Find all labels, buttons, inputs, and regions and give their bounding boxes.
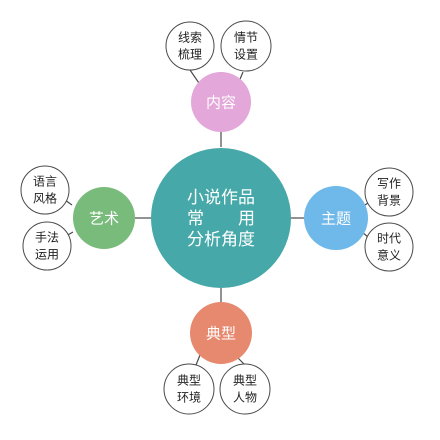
leaf-node-typical-1[interactable]: 典型 环境	[163, 363, 215, 415]
leaf-circle	[219, 363, 271, 415]
branch-circle-theme	[304, 186, 368, 250]
center-node[interactable]: 小说作品 常 用 分析角度	[151, 148, 291, 288]
branch-label-content: 内容	[206, 94, 236, 112]
leaf-node-art-1[interactable]: 语言 风格	[20, 165, 70, 215]
leaf-label-line-1: 语言	[33, 175, 57, 189]
branch-node-typical[interactable]: 典型	[190, 302, 252, 364]
leaf-node-content-1[interactable]: 线索 梳理	[165, 21, 215, 71]
leaf-label-line-1: 线索	[178, 31, 202, 45]
branch-label-art: 艺术	[89, 210, 119, 228]
center-label-line-3: 分析角度	[187, 230, 255, 250]
branch-circle-art	[73, 187, 135, 249]
branch-label-theme: 主题	[321, 210, 351, 228]
leaf-circle	[220, 20, 272, 72]
leaf-circle	[165, 21, 215, 71]
center-circle	[151, 148, 291, 288]
connector-typical-leaf-1	[195, 354, 201, 366]
center-label-line-2: 常 用	[187, 209, 255, 229]
leaf-label-line-2: 意义	[377, 248, 401, 263]
branch-node-content[interactable]: 内容	[191, 72, 251, 132]
leaf-node-theme-1[interactable]: 写作 背景	[364, 167, 414, 217]
leaf-node-theme-2[interactable]: 时代 意义	[364, 222, 414, 272]
branch-label-typical: 典型	[206, 325, 236, 343]
center-label-line-1: 小说作品	[187, 188, 255, 208]
leaf-label-line-2: 人物	[233, 391, 257, 405]
leaf-label-line-2: 背景	[377, 194, 401, 208]
leaf-label-line-1: 典型	[233, 374, 257, 388]
leaf-label-line-2: 风格	[33, 191, 57, 206]
branch-node-theme[interactable]: 主题	[304, 186, 368, 250]
leaf-label-line-2: 环境	[177, 390, 201, 405]
leaf-circle	[163, 363, 215, 415]
branch-circle-content	[191, 72, 251, 132]
leaf-node-art-2[interactable]: 手法 运用	[22, 221, 72, 271]
leaf-circle	[364, 167, 414, 217]
branch-circle-typical	[190, 302, 252, 364]
leaf-circle	[22, 221, 72, 271]
leaf-label-line-2: 运用	[35, 248, 59, 262]
leaf-node-content-2[interactable]: 情节 设置	[220, 20, 272, 72]
leaf-label-line-1: 典型	[177, 374, 201, 388]
leaf-label-line-1: 手法	[35, 231, 59, 245]
branch-node-art[interactable]: 艺术	[73, 187, 135, 249]
leaf-circle	[20, 165, 70, 215]
leaf-label-line-1: 写作	[377, 177, 401, 191]
leaf-label-line-2: 梳理	[178, 47, 202, 62]
leaf-label-line-1: 时代	[377, 232, 401, 246]
leaf-node-typical-2[interactable]: 典型 人物	[219, 363, 271, 415]
leaf-label-line-2: 设置	[234, 48, 258, 62]
leaf-circle	[364, 222, 414, 272]
leaf-label-line-1: 情节	[234, 31, 258, 45]
